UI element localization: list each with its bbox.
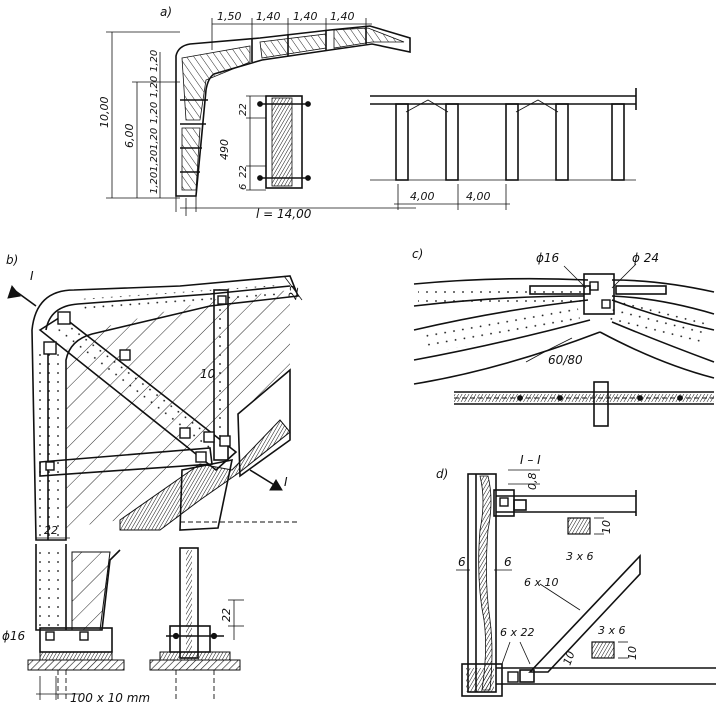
panel-a-span-dimension: l = 14,00 bbox=[180, 198, 416, 221]
dim-10: 10 bbox=[200, 367, 216, 381]
bolt-diameter-16: ϕ16 bbox=[2, 629, 26, 643]
panel-a-node-detail: 22 22 6 490 bbox=[218, 95, 311, 191]
bolt-16-label: ϕ16 bbox=[536, 251, 560, 265]
panel-b-label: b) bbox=[6, 253, 18, 267]
panel-d: d) I – I 0,8 10 3 x 6 6 6 6 x 10 bbox=[436, 453, 716, 697]
dim-1-40-a: 1,40 bbox=[256, 10, 281, 23]
node-dim-22-top: 22 bbox=[238, 103, 249, 116]
section-mark-bottom: I bbox=[284, 475, 288, 489]
section-60-80: 60/80 bbox=[548, 353, 583, 367]
connector-bolts bbox=[43, 295, 231, 471]
dim-spacing-2: 4,00 bbox=[466, 190, 491, 203]
section-3x6-top: 3 x 6 bbox=[566, 550, 594, 563]
column-nails bbox=[38, 350, 64, 540]
dim-col-seg-3: 1,20 bbox=[149, 102, 160, 124]
dim-22-column: 22 bbox=[44, 524, 58, 537]
dim-1-50: 1,50 bbox=[217, 10, 242, 23]
dim-height-total: 10,00 bbox=[98, 97, 111, 129]
dim-col-seg-4: 1,20 bbox=[149, 128, 160, 150]
dim-spacing-1: 4,00 bbox=[410, 190, 435, 203]
dim-col-seg-5: 1,20 bbox=[149, 150, 160, 172]
dim-col-seg-2: 1,20 bbox=[149, 76, 160, 98]
dim-span: l = 14,00 bbox=[256, 207, 312, 221]
knee-block bbox=[119, 419, 291, 531]
panel-a-side-elevation: 4,00 4,00 bbox=[370, 88, 637, 210]
panel-a-top-dimension: 1,50 1,40 1,40 1,40 bbox=[211, 10, 372, 50]
column-base: ϕ16 100 x 10 mm bbox=[2, 544, 150, 705]
dim-height-lower: 6,00 bbox=[123, 124, 136, 149]
dim-1-40-b: 1,40 bbox=[293, 10, 318, 23]
diagonal-brace bbox=[38, 315, 238, 472]
section-title: I – I bbox=[520, 453, 541, 467]
panel-a-height-dimensions: 10,00 6,00 1,20 1,20 1,20 1,20 1,20 1,20 bbox=[98, 31, 180, 199]
node-dim-490: 490 bbox=[218, 139, 231, 160]
node-dim-22-bottom: 22 bbox=[238, 165, 249, 178]
dim-10-top: 10 bbox=[600, 520, 613, 534]
panel-a-label: a) bbox=[160, 5, 172, 19]
dim-col-seg-1: 1,20 bbox=[149, 50, 160, 72]
rafter bbox=[31, 275, 300, 541]
section-marks: I I bbox=[7, 269, 288, 491]
section-3x6-bottom-shape bbox=[591, 641, 615, 659]
brace-nails bbox=[50, 318, 218, 454]
dim-10-diagonal: 10 bbox=[561, 649, 578, 667]
section-3x6-bottom: 3 x 6 bbox=[598, 624, 626, 637]
dim-6-left: 6 bbox=[458, 555, 466, 569]
base-dim-22: 22 bbox=[220, 608, 233, 622]
dim-6-right: 6 bbox=[504, 555, 512, 569]
panel-c-label: c) bbox=[412, 247, 423, 261]
section-6x10: 6 x 10 bbox=[524, 576, 559, 589]
bolt-24-label: ϕ 24 bbox=[632, 251, 659, 265]
dim-22-rafter: 22 bbox=[286, 284, 301, 300]
panel-a-frame-elevation bbox=[175, 25, 411, 212]
panel-a: a) 1,50 1,40 1,40 1,40 10,00 6,00 1,20 1… bbox=[98, 5, 637, 221]
panel-c-plan bbox=[454, 381, 714, 427]
panel-d-label: d) bbox=[436, 467, 448, 481]
dim-10-bottom: 10 bbox=[626, 646, 639, 660]
section-mark-top: I bbox=[30, 269, 34, 283]
dim-1-40-c: 1,40 bbox=[330, 10, 355, 23]
panel-b: b) bbox=[2, 253, 303, 705]
section-6x22: 6 x 22 bbox=[500, 626, 535, 639]
base-section: 22 bbox=[149, 547, 244, 702]
node-dim-6: 6 bbox=[238, 184, 249, 190]
plate-size: 100 x 10 mm bbox=[70, 691, 150, 705]
panel-c: c) ϕ16 ϕ 24 60/80 bbox=[412, 247, 715, 427]
dim-0-8: 0,8 bbox=[526, 473, 539, 491]
dim-col-seg-6: 1,20 bbox=[149, 172, 160, 194]
rafter-nails bbox=[79, 285, 281, 311]
section-3x6-top-shape bbox=[567, 517, 591, 535]
